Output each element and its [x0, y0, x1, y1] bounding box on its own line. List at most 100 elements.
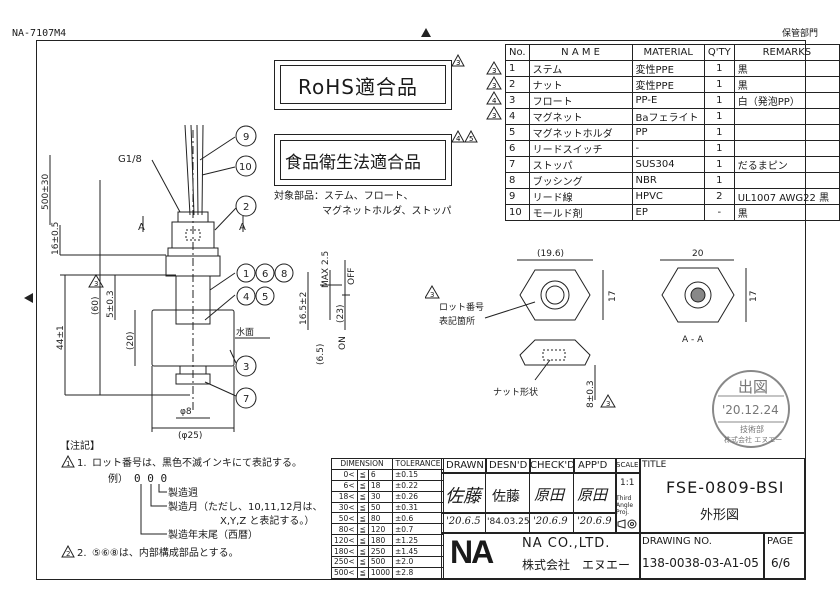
note1-number: 1.: [77, 458, 87, 469]
tb-drawno-cell: [639, 532, 765, 579]
appd-label: APP'D: [578, 460, 608, 471]
tol-low: 180<: [331, 545, 358, 558]
scale-label: SCALE: [616, 461, 639, 469]
row-name: リード線: [528, 187, 633, 205]
row-material: 変性PPE: [631, 75, 705, 93]
tol-low: 120<: [331, 534, 358, 547]
tol-high: 18: [367, 479, 394, 492]
svg-text:4: 4: [492, 97, 497, 105]
dim-23-label: (23): [336, 305, 346, 323]
hex-hole-inner: [545, 285, 565, 305]
tol-op: ≦: [356, 534, 369, 547]
tol-op: ≦: [356, 523, 369, 536]
stamp-company: 株式会社 エヌエー: [724, 435, 782, 444]
projection-label: Third Angle Proj.: [616, 495, 634, 516]
tol-value: ±0.6: [392, 512, 444, 525]
col-qty: Q'TY: [703, 44, 735, 61]
balloon-4-label: 4: [243, 292, 249, 303]
tol-low: 6<: [331, 479, 358, 492]
svg-text:4: 4: [456, 135, 461, 143]
row-no: 8: [505, 171, 530, 189]
tol-high: 50: [367, 501, 394, 514]
balloon-10-label: 10: [239, 162, 252, 173]
row-no: 10: [505, 203, 530, 221]
svg-text:5: 5: [469, 135, 473, 143]
row-remarks: [733, 171, 840, 189]
row-no: 3: [505, 91, 530, 109]
tol-low: 30<: [331, 501, 358, 514]
dim-60-label: (60): [91, 297, 101, 315]
aa-core: [690, 287, 706, 303]
page-value: 6/6: [771, 556, 791, 570]
balloon-1-label: 1: [243, 269, 249, 280]
tb-app-header: [573, 458, 617, 474]
dim-500-label: 500±30: [41, 174, 51, 210]
target-parts-line2: マグネットホルダ、ストッパ: [322, 206, 452, 217]
leader-10: [201, 166, 236, 176]
row-name: マグネットホルダ: [528, 123, 633, 141]
nut-leader: [534, 359, 551, 381]
notes-heading: 【注記】: [60, 441, 100, 452]
note2-rev: 2: [61, 545, 75, 558]
tol-low: 18<: [331, 490, 358, 503]
rev-triangle-row3: 4: [486, 91, 502, 105]
tol-value: ±2.8: [392, 566, 444, 579]
check-signature: 原田: [534, 486, 565, 504]
desnd-signature: 佐藤: [492, 489, 520, 505]
app-date: '20.6.9: [577, 516, 612, 527]
top-17-label: 17: [608, 291, 618, 302]
drawing-no-label: DRAWING NO.: [642, 536, 712, 547]
tol-low: 50<: [331, 512, 358, 525]
checkd-label: CHECK'D: [530, 460, 575, 471]
food-rev-triangle-4: 4: [451, 130, 465, 143]
row-qty: 1: [703, 91, 735, 109]
col-no: No.: [505, 44, 530, 61]
section-a-right-label: A: [239, 222, 246, 233]
dim-max-label: MAX 2.5: [321, 251, 331, 288]
lead-wires: [184, 124, 204, 216]
on-label: ON: [338, 336, 348, 350]
dim-165-label: 16.5±2: [299, 292, 309, 325]
stem-body: [175, 275, 211, 325]
col-remarks: REMARKS: [733, 44, 840, 61]
nut-shape-label: ナット形状: [493, 386, 538, 398]
balloon-1: [236, 263, 256, 283]
row-no: 9: [505, 187, 530, 205]
aa-20-label: 20: [692, 249, 704, 259]
drawing-frame: [36, 40, 806, 580]
nut-slot: [542, 349, 566, 361]
table-row: 120<≦180±1.25: [331, 534, 444, 547]
table-row: 500<≦1000±2.8: [331, 566, 444, 579]
parts-header-row: No. N A M E MATERIAL Q'TY REMARKS: [505, 44, 840, 61]
tb-sign-divider-3: [573, 472, 574, 532]
desnd-date: '84.03.25: [487, 517, 530, 527]
leader-thread: [151, 159, 181, 213]
desnd-label: DESN'D: [489, 460, 528, 471]
section-aa-drawing: 20 17 A - A: [660, 249, 759, 345]
leader-3: [229, 349, 237, 364]
week-label: 製造週: [168, 488, 198, 499]
rohs-box: [274, 60, 452, 110]
balloon-4: [236, 286, 256, 306]
leader-1: [209, 272, 236, 291]
lot-label-1: ロット番号: [439, 301, 484, 313]
col-material: MATERIAL: [631, 44, 705, 61]
rev-triangle-row4: 3: [486, 106, 502, 120]
note1-rev: 1: [61, 455, 75, 468]
balloon-3: [235, 355, 257, 377]
balloon-9: [235, 125, 257, 147]
tb-company-cell: [441, 532, 641, 579]
tol-value: ±0.15: [392, 468, 444, 481]
leader-2: [214, 207, 237, 231]
release-stamp: 出図 '20.12.24 技術部 株式会社 エヌエー: [712, 370, 790, 448]
row-qty: 1: [703, 123, 735, 141]
row-remarks: [733, 123, 840, 141]
tb-desnd-header: [485, 458, 531, 474]
drawn-label: DRAWN: [446, 460, 484, 471]
row-material: PP-E: [631, 91, 705, 109]
